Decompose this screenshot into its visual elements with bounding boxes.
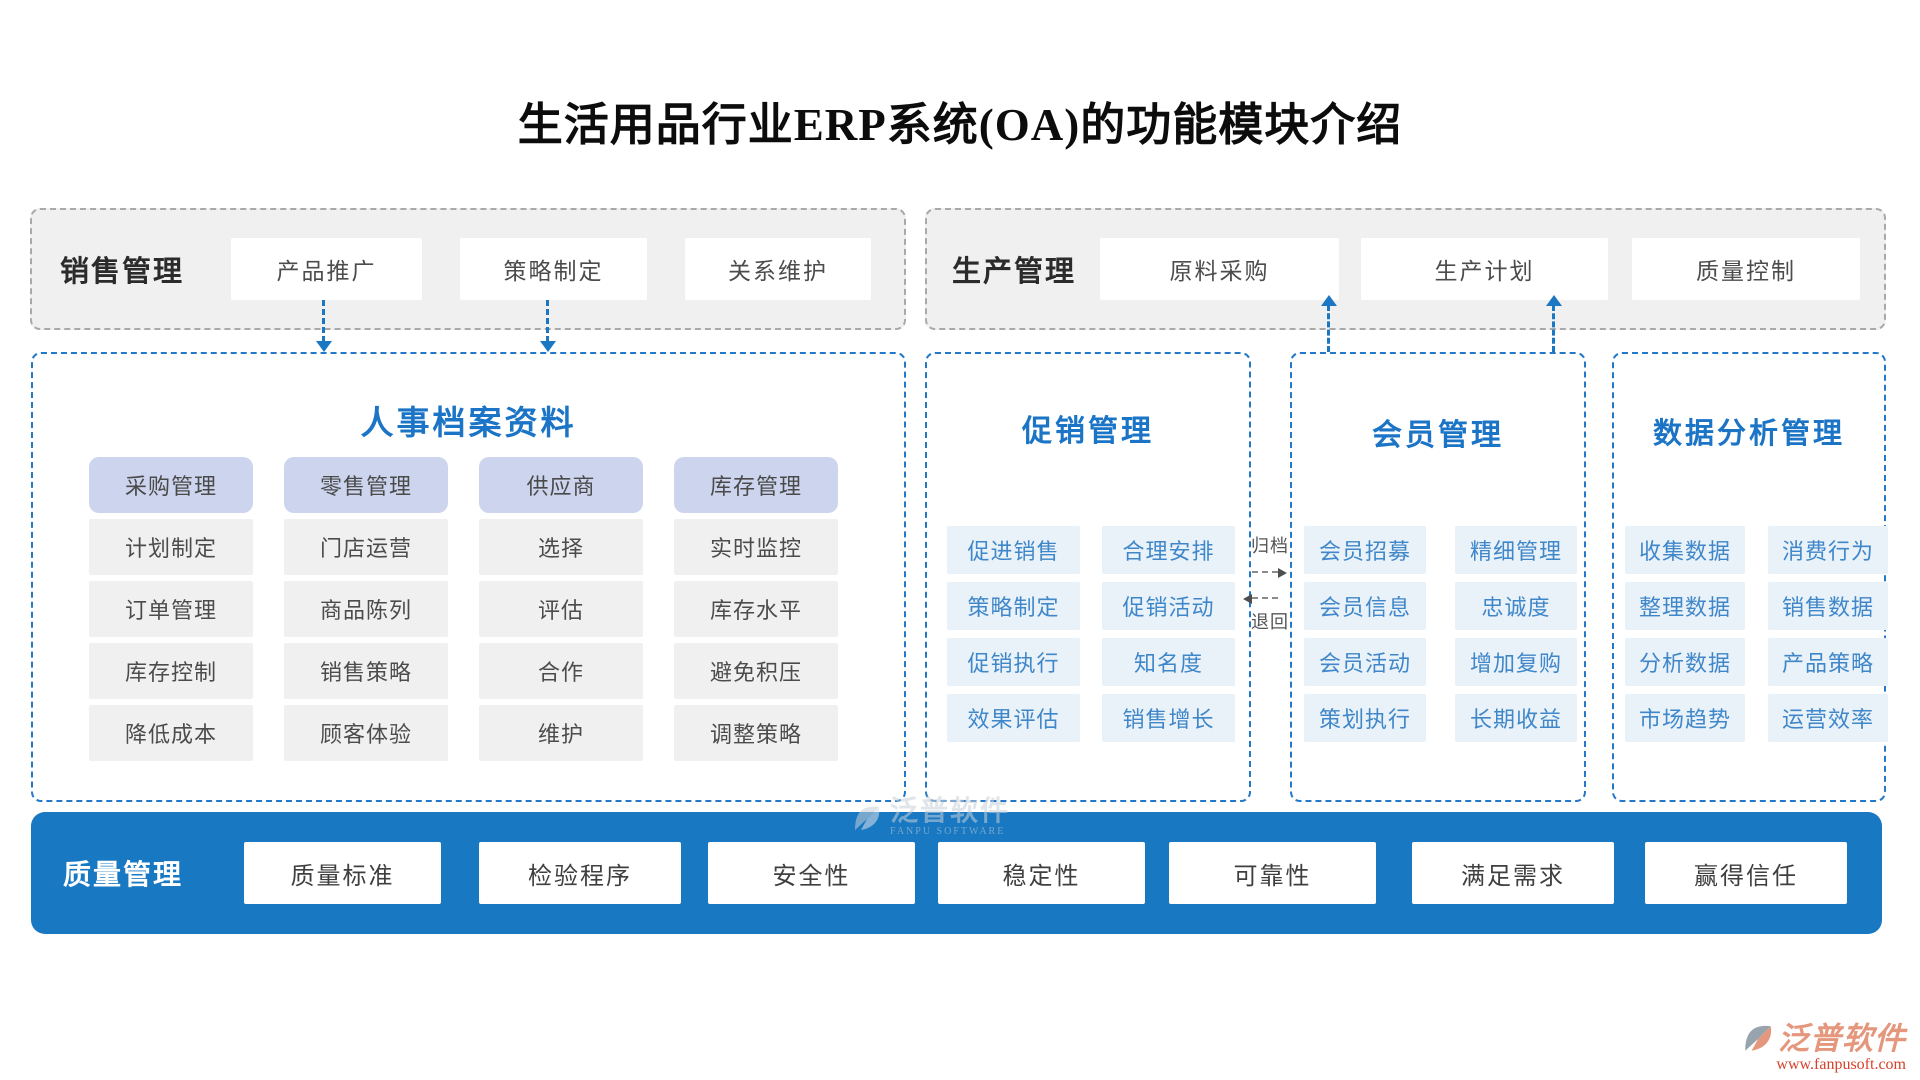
hr-cell[interactable]: 维护 [479,705,643,761]
member-cell[interactable]: 增加复购 [1455,638,1577,686]
quality-button[interactable]: 安全性 [708,842,915,904]
production-panel: 生产管理 原料采购 生产计划 质量控制 [925,208,1886,330]
center-watermark: 泛普软件 FANPU SOFTWARE [852,798,1010,837]
hr-column-header[interactable]: 零售管理 [284,457,448,513]
quality-button[interactable]: 赢得信任 [1645,842,1847,904]
watermark-name: 泛普软件 [890,796,1011,827]
arrow-head-up-icon [1321,295,1337,306]
arrow-up-right [1546,295,1562,352]
analysis-panel-title: 数据分析管理 [1652,418,1845,450]
flow-arrow-right [1252,568,1287,578]
sales-button-product-promotion[interactable]: 产品推广 [231,238,422,300]
member-panel-title: 会员管理 [1372,419,1504,452]
quality-bar: 质量管理 质量标准 检验程序 安全性 稳定性 可靠性 满足需求 赢得信任 [31,812,1882,934]
member-panel: 会员管理 会员招募 精细管理 会员信息 忠诚度 会员活动 增加复购 策划执行 长… [1290,352,1586,802]
hr-column-header[interactable]: 库存管理 [674,457,838,513]
quality-button[interactable]: 可靠性 [1169,842,1376,904]
promo-cell[interactable]: 销售增长 [1102,694,1235,742]
analysis-panel: 数据分析管理 收集数据 消费行为 整理数据 销售数据 分析数据 产品策略 市场趋… [1612,352,1888,802]
member-cell[interactable]: 长期收益 [1455,694,1577,742]
hr-cell[interactable]: 合作 [479,643,643,699]
flow-back-label: 退回 [1251,612,1289,632]
hr-cell[interactable]: 评估 [479,581,643,637]
analysis-cell[interactable]: 销售数据 [1768,582,1888,630]
arrow-down-right [540,300,556,352]
member-grid: 会员招募 精细管理 会员信息 忠诚度 会员活动 增加复购 策划执行 长期收益 [1304,526,1577,742]
fanpu-logo-icon [1745,1025,1772,1051]
vendor-logo-name: 泛普软件 [1778,1020,1906,1056]
sales-button-relations[interactable]: 关系维护 [685,238,871,300]
hr-cell[interactable]: 选择 [479,519,643,575]
promo-panel-title: 促销管理 [1022,415,1154,448]
hr-column-header[interactable]: 采购管理 [89,457,253,513]
hr-cell[interactable]: 库存水平 [674,581,838,637]
arrow-head-down-icon [316,341,332,352]
vendor-logo-url[interactable]: www.fanpusoft.com [1776,1056,1906,1073]
hr-cell[interactable]: 顾客体验 [284,705,448,761]
promo-cell[interactable]: 促销活动 [1102,582,1235,630]
arrow-down-left [316,300,332,352]
promo-cell[interactable]: 策略制定 [947,582,1080,630]
hr-grid: 采购管理 零售管理 供应商 库存管理 计划制定 门店运营 选择 实时监控 订单管… [89,457,838,761]
member-cell[interactable]: 忠诚度 [1455,582,1577,630]
member-cell[interactable]: 策划执行 [1304,694,1426,742]
analysis-cell[interactable]: 市场趋势 [1625,694,1745,742]
hr-cell[interactable]: 降低成本 [89,705,253,761]
quality-bar-label: 质量管理 [63,860,184,891]
hr-panel: 人事档案资料 采购管理 零售管理 供应商 库存管理 计划制定 门店运营 选择 实… [31,352,906,802]
promo-cell[interactable]: 合理安排 [1102,526,1235,574]
promo-cell[interactable]: 促销执行 [947,638,1080,686]
hr-column-header[interactable]: 供应商 [479,457,643,513]
quality-button[interactable]: 质量标准 [244,842,441,904]
quality-button[interactable]: 检验程序 [479,842,681,904]
hr-cell[interactable]: 避免积压 [674,643,838,699]
vendor-logo: 泛普软件 www.fanpusoft.com [1742,1022,1906,1074]
promo-panel: 促销管理 促进销售 合理安排 策略制定 促销活动 促销执行 知名度 效果评估 销… [925,352,1251,802]
hr-cell[interactable]: 门店运营 [284,519,448,575]
sales-panel: 销售管理 产品推广 策略制定 关系维护 [30,208,906,330]
flow-arrow-left [1243,594,1278,604]
arrow-head-right-icon [1278,568,1287,578]
analysis-cell[interactable]: 产品策略 [1768,638,1888,686]
sales-panel-label: 销售管理 [60,256,185,288]
analysis-cell[interactable]: 消费行为 [1768,526,1888,574]
member-cell[interactable]: 会员信息 [1304,582,1426,630]
hr-cell[interactable]: 计划制定 [89,519,253,575]
fanpu-watermark-icon [855,806,880,830]
member-cell[interactable]: 会员活动 [1304,638,1426,686]
analysis-cell[interactable]: 运营效率 [1768,694,1888,742]
analysis-cell[interactable]: 整理数据 [1625,582,1745,630]
page-title: 生活用品行业ERP系统(OA)的功能模块介绍 [517,100,1403,150]
production-button-quality[interactable]: 质量控制 [1632,238,1860,300]
watermark-subtitle: FANPU SOFTWARE [890,826,1006,837]
hr-cell[interactable]: 订单管理 [89,581,253,637]
hr-panel-title: 人事档案资料 [360,406,577,442]
production-button-plan[interactable]: 生产计划 [1361,238,1608,300]
hr-cell[interactable]: 调整策略 [674,705,838,761]
sales-button-strategy[interactable]: 策略制定 [460,238,647,300]
promo-grid: 促进销售 合理安排 策略制定 促销活动 促销执行 知名度 效果评估 销售增长 [947,526,1235,742]
production-button-materials[interactable]: 原料采购 [1100,238,1339,300]
flow-archive-label: 归档 [1251,536,1289,556]
hr-cell[interactable]: 库存控制 [89,643,253,699]
hr-cell[interactable]: 实时监控 [674,519,838,575]
member-cell[interactable]: 会员招募 [1304,526,1426,574]
analysis-cell[interactable]: 分析数据 [1625,638,1745,686]
quality-button[interactable]: 满足需求 [1412,842,1614,904]
hr-cell[interactable]: 销售策略 [284,643,448,699]
quality-button[interactable]: 稳定性 [938,842,1145,904]
arrow-up-left [1321,295,1337,352]
promo-cell[interactable]: 促进销售 [947,526,1080,574]
analysis-grid: 收集数据 消费行为 整理数据 销售数据 分析数据 产品策略 市场趋势 运营效率 [1625,526,1888,742]
production-panel-label: 生产管理 [952,256,1077,288]
promo-cell[interactable]: 效果评估 [947,694,1080,742]
member-cell[interactable]: 精细管理 [1455,526,1577,574]
hr-cell[interactable]: 商品陈列 [284,581,448,637]
promo-cell[interactable]: 知名度 [1102,638,1235,686]
arrow-head-up-icon [1546,295,1562,306]
arrow-head-down-icon [540,341,556,352]
analysis-cell[interactable]: 收集数据 [1625,526,1745,574]
arrow-head-left-icon [1243,594,1252,604]
